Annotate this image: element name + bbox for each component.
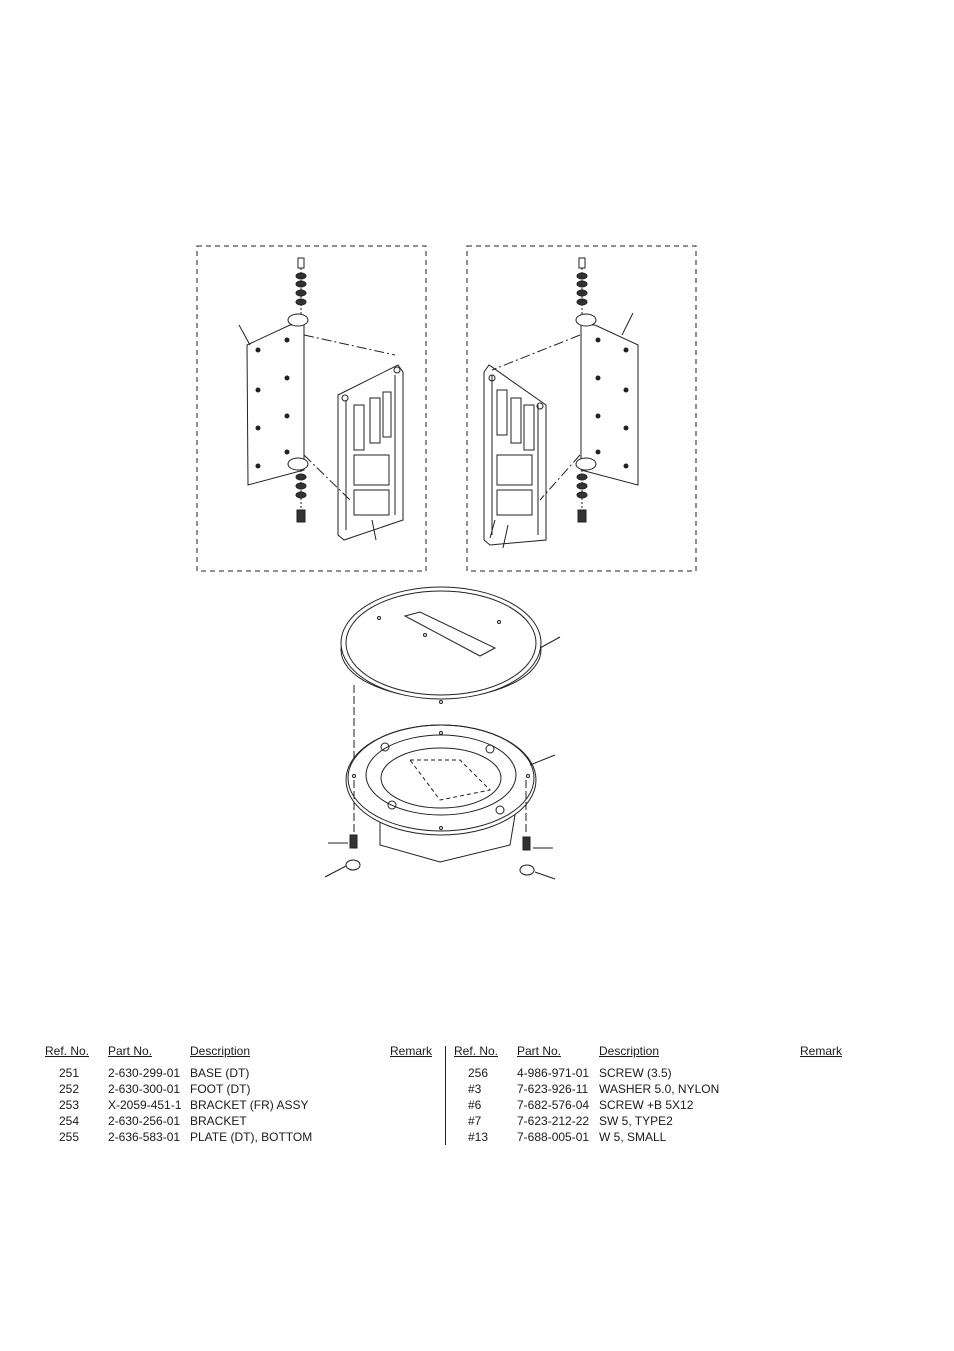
table-row-desc: BRACKET bbox=[190, 1114, 247, 1128]
table-row-part: 2-630-299-01 bbox=[108, 1066, 181, 1080]
table-row-part: 2-630-300-01 bbox=[108, 1082, 181, 1096]
left-bottom-screw-stack bbox=[295, 470, 307, 523]
table-row-ref: 251 bbox=[59, 1066, 80, 1080]
header-part-no-right: Part No. bbox=[517, 1044, 562, 1058]
header-ref-no-left: Ref. No. bbox=[45, 1044, 90, 1058]
table-row-ref: 252 bbox=[59, 1082, 80, 1096]
left-assembly-frame bbox=[196, 245, 427, 572]
table-row-ref: 254 bbox=[59, 1114, 80, 1128]
table-row-desc: W 5, SMALL bbox=[599, 1130, 667, 1144]
base-plate bbox=[340, 586, 561, 704]
table-row-part: X-2059-451-1 bbox=[108, 1098, 182, 1112]
table-row-ref: 256 bbox=[468, 1066, 489, 1080]
table-row-ref: #3 bbox=[468, 1082, 482, 1096]
table-row-part: 7-623-926-11 bbox=[517, 1082, 589, 1096]
table-row-desc: BRACKET (FR) ASSY bbox=[190, 1098, 309, 1112]
header-description-left: Description bbox=[190, 1044, 251, 1058]
right-top-screw-stack bbox=[576, 257, 588, 318]
table-row-desc: WASHER 5.0, NYLON bbox=[599, 1082, 720, 1096]
table-row-part: 2-630-256-01 bbox=[108, 1114, 181, 1128]
table-row-desc: BASE (DT) bbox=[190, 1066, 250, 1080]
left-foot bbox=[337, 364, 404, 541]
table-row-ref: #6 bbox=[468, 1098, 482, 1112]
header-part-no-left: Part No. bbox=[108, 1044, 153, 1058]
right-bracket-plate bbox=[575, 313, 639, 486]
table-row-ref: 255 bbox=[59, 1130, 80, 1144]
right-foot bbox=[483, 364, 547, 546]
table-row-part: 2-636-583-01 bbox=[108, 1130, 181, 1144]
header-ref-no-right: Ref. No. bbox=[454, 1044, 499, 1058]
table-row-ref: 253 bbox=[59, 1098, 80, 1112]
bottom-right-screw bbox=[519, 836, 556, 880]
table-row-part: 7-688-005-01 bbox=[517, 1130, 590, 1144]
table-divider bbox=[445, 1046, 446, 1145]
right-assembly-frame bbox=[466, 245, 697, 572]
table-row-ref: #13 bbox=[468, 1130, 489, 1144]
bottom-plate bbox=[345, 724, 556, 863]
table-row-desc: FOOT (DT) bbox=[190, 1082, 251, 1096]
header-remark-right: Remark bbox=[800, 1044, 843, 1058]
bottom-left-screw bbox=[324, 834, 361, 878]
left-bracket-assembly bbox=[238, 257, 404, 541]
right-bracket-assembly bbox=[483, 257, 639, 549]
table-row-part: 4-986-971-01 bbox=[517, 1066, 590, 1080]
table-row-desc: SCREW +B 5X12 bbox=[599, 1098, 694, 1112]
table-row-part: 7-682-576-04 bbox=[517, 1098, 590, 1112]
header-remark-left: Remark bbox=[390, 1044, 433, 1058]
table-row-desc: PLATE (DT), BOTTOM bbox=[190, 1130, 313, 1144]
right-bottom-screw-stack bbox=[576, 470, 588, 523]
table-row-ref: #7 bbox=[468, 1114, 482, 1128]
header-description-right: Description bbox=[599, 1044, 660, 1058]
table-row-desc: SCREW (3.5) bbox=[599, 1066, 672, 1080]
table-row-desc: SW 5, TYPE2 bbox=[599, 1114, 673, 1128]
left-top-screw-stack bbox=[295, 257, 307, 318]
exploded-view-diagram bbox=[196, 245, 697, 880]
table-row-part: 7-623-212-22 bbox=[517, 1114, 590, 1128]
left-bracket-plate bbox=[246, 313, 309, 486]
